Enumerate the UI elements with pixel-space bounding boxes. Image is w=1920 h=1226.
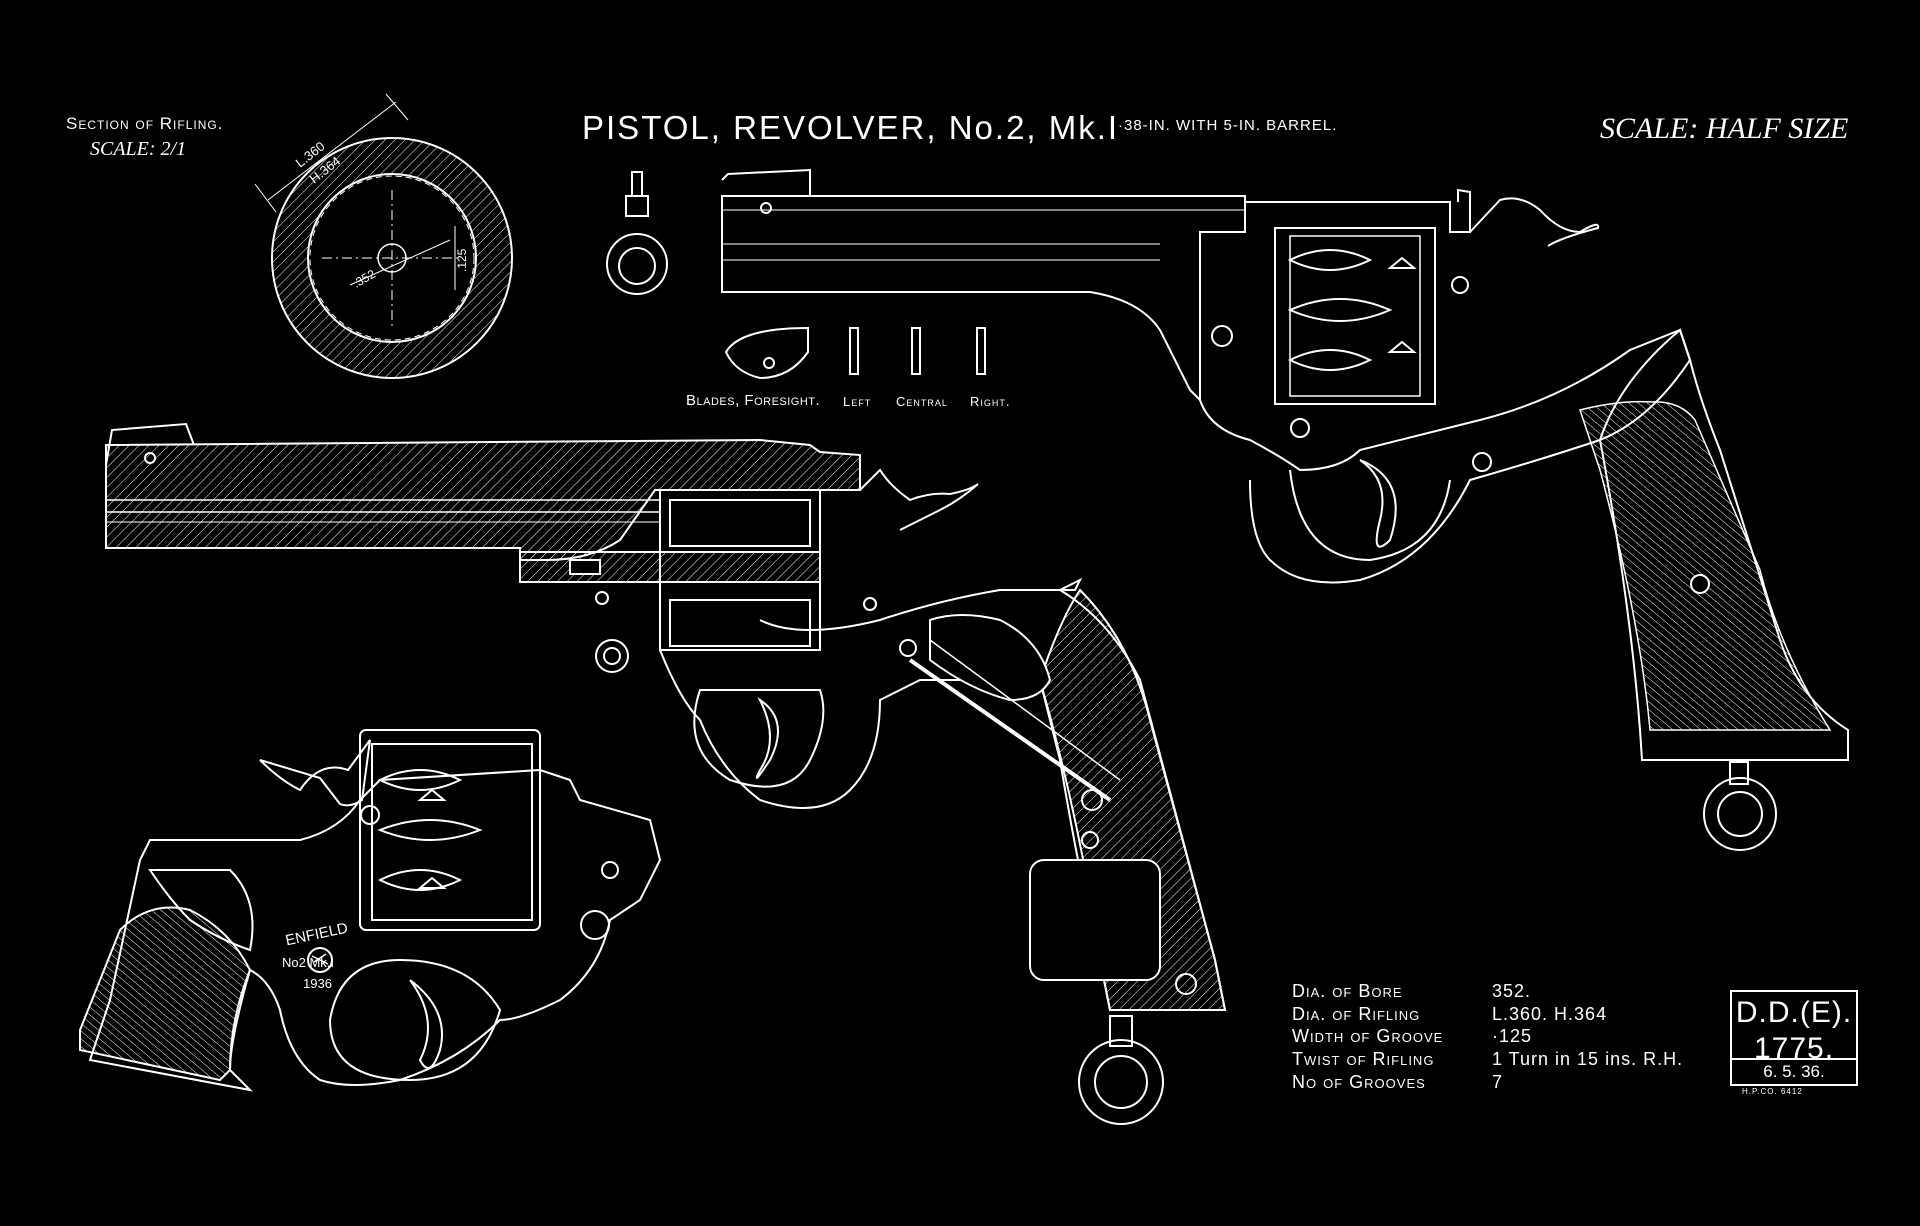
spec-row: No of Grooves 7: [1292, 1071, 1712, 1094]
foresight-right-label: Right.: [970, 394, 1011, 409]
spec-key: Width of Groove: [1292, 1026, 1444, 1047]
rifling-spec-table: Dia. of Bore 352. Dia. of Rifling L.360.…: [1292, 980, 1712, 1094]
revolver-left-side-view: [79, 729, 662, 1092]
spec-value: 352.: [1492, 980, 1532, 1001]
drawing-subtitle: ·38-IN. WITH 5-IN. BARREL.: [1118, 117, 1338, 134]
spec-row: Dia. of Rifling L.360. H.364: [1292, 1003, 1712, 1026]
drawing-reference: D.D.(E).: [1735, 996, 1853, 1029]
foresight-blades: [724, 326, 986, 380]
drawing-scale: SCALE: HALF SIZE: [1600, 112, 1849, 145]
drawing-title: PISTOL, REVOLVER, No.2, Mk.I: [582, 109, 1120, 146]
spec-value: L.360. H.364: [1492, 1003, 1608, 1024]
spec-value: 1 Turn in 15 ins. R.H.: [1492, 1049, 1684, 1070]
spec-key: Dia. of Rifling: [1292, 1003, 1421, 1024]
stamp-year: 1936: [303, 976, 332, 991]
spec-row: Width of Groove ·125: [1292, 1026, 1712, 1049]
foresight-central-label: Central: [896, 394, 948, 409]
rifling-scale-label: SCALE: 2/1: [90, 138, 187, 160]
foresight-blades-label: Blades, Foresight.: [686, 392, 821, 409]
printer-mark: H.P.CO. 6412: [1742, 1087, 1803, 1096]
revolver-sectional-view: [105, 422, 1227, 1125]
spec-row: Dia. of Bore 352.: [1292, 980, 1712, 1003]
spec-key: Dia. of Bore: [1292, 980, 1403, 1001]
spec-key: No of Grooves: [1292, 1072, 1426, 1093]
svg-text:.125: .125: [455, 248, 469, 272]
drawing-date: 6. 5. 36.: [1732, 1058, 1856, 1084]
rifling-section-label: Section of Rifling.: [66, 114, 224, 133]
drawing-title-block: D.D.(E). 1775. 6. 5. 36.: [1730, 990, 1858, 1086]
stamp-model: No2 Mk.I: [282, 955, 335, 970]
spec-value: ·125: [1492, 1026, 1533, 1047]
rifling-section-view: L.360 H.364 .352 .125: [254, 93, 513, 379]
lanyard-ring-detail: [606, 171, 668, 295]
foresight-left-label: Left: [843, 394, 872, 409]
spec-value: 7: [1492, 1072, 1504, 1093]
spec-key: Twist of Rifling: [1292, 1049, 1435, 1070]
spec-row: Twist of Rifling 1 Turn in 15 ins. R.H.: [1292, 1048, 1712, 1071]
revolver-side-view: [721, 168, 1849, 851]
